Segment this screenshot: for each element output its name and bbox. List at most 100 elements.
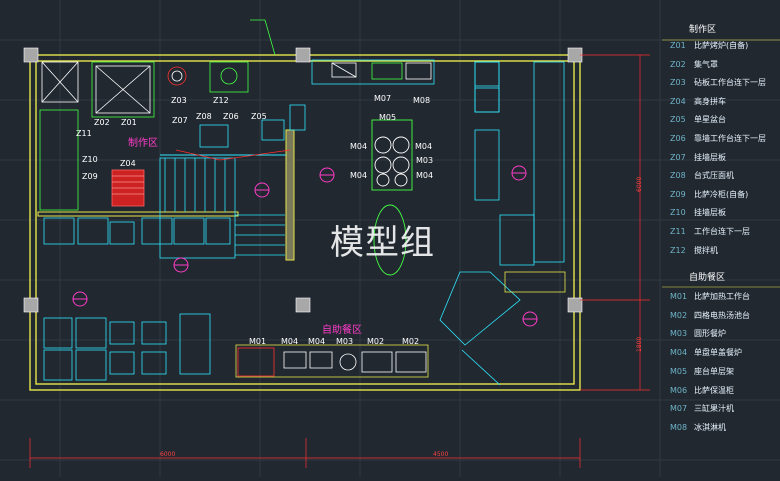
- legend-label: 砧板工作台连下一层: [694, 78, 766, 88]
- legend-code: M01: [670, 292, 688, 301]
- legend-row: M02 四格电热汤池台: [670, 310, 750, 321]
- dimension-bottom-right: 4500: [433, 451, 449, 458]
- legend-label: 台式压面机: [694, 171, 734, 181]
- legend-code: Z07: [670, 152, 686, 162]
- legend-label: 挂墙层板: [694, 208, 726, 218]
- legend-row: M05 座台单层架: [670, 366, 734, 377]
- legend-code: Z08: [670, 171, 686, 181]
- kitchen-service-line: [175, 149, 291, 161]
- legend-row: Z10 挂墙层板: [670, 207, 726, 218]
- legend-row: Z07 挂墙层板: [670, 152, 726, 163]
- tag-z06: Z06: [223, 112, 239, 121]
- legend-row: Z08 台式压面机: [670, 170, 734, 181]
- legend-label: 集气罩: [694, 59, 718, 69]
- tag-m04-right-bottom: M04: [416, 171, 434, 180]
- kitchen-partition: [37, 129, 295, 261]
- tag-z07: Z07: [172, 116, 188, 125]
- legend-label: 圆形餐炉: [694, 329, 726, 339]
- legend-label: 挂墙层板: [694, 152, 726, 162]
- legend-separators: [662, 39, 780, 288]
- light-fixture-symbols: [72, 165, 538, 327]
- legend-label: 四格电热汤池台: [694, 310, 750, 320]
- legend-label: 冰淇淋机: [694, 422, 726, 432]
- legend-row: Z11 工作台连下一层: [670, 226, 750, 237]
- legend-code: Z05: [670, 115, 686, 125]
- legend-code: M08: [670, 422, 688, 432]
- legend-code: M04: [670, 348, 688, 358]
- tag-buffet-m01: M01: [249, 337, 267, 346]
- tag-z11: Z11: [76, 129, 92, 138]
- legend-code: Z10: [670, 208, 686, 218]
- legend-label: 比萨保温柜: [694, 385, 734, 395]
- legend-label: 比萨加热工作台: [694, 292, 750, 301]
- structural-columns: [23, 47, 583, 313]
- tag-z01: Z01: [121, 118, 137, 127]
- staircase: [159, 157, 285, 259]
- tag-buffet-m04-b: M04: [308, 337, 326, 346]
- tag-m04-right-top: M04: [415, 142, 433, 151]
- tag-buffet-m02-b: M02: [402, 337, 420, 346]
- tag-buffet-m04-a: M04: [281, 337, 299, 346]
- legend-code: M03: [670, 329, 688, 339]
- legend-code: Z09: [670, 189, 686, 199]
- legend-code: Z03: [670, 78, 686, 88]
- dimension-right-top: 6000: [636, 176, 643, 192]
- booth-seating: [474, 61, 565, 266]
- legend-row: Z06 靠墙工作台连下一层: [670, 133, 766, 144]
- tag-z08: Z08: [196, 112, 212, 121]
- legend-label: 工作台连下一层: [694, 227, 750, 236]
- legend-row: M03 圆形餐炉: [670, 328, 726, 339]
- kitchen-equipment: [39, 61, 306, 211]
- legend-code: M02: [670, 310, 688, 320]
- legend-row: Z03 砧板工作台连下一层: [670, 77, 766, 88]
- tag-z05: Z05: [251, 112, 267, 121]
- legend-label: 三缸果汁机: [694, 404, 734, 414]
- central-island: [371, 119, 413, 276]
- tag-buffet-m02-a: M02: [367, 337, 385, 346]
- tag-m08: M08: [413, 96, 431, 105]
- production-legend-title: 制作区: [689, 25, 717, 35]
- tag-z02: Z02: [94, 118, 110, 127]
- buffet-legend-title: 自助餐区: [689, 273, 726, 283]
- tag-m03: M03: [416, 156, 434, 165]
- legend-label: 搅拌机: [694, 245, 718, 255]
- legend-label: 比萨烤炉(自备): [694, 41, 749, 50]
- tag-m05: M05: [379, 113, 397, 122]
- tag-m04-left-bottom: M04: [350, 171, 368, 180]
- tag-z03: Z03: [171, 96, 187, 105]
- legend-label: 靠墙工作台连下一层: [694, 134, 766, 143]
- legend-label: 高身拼车: [694, 96, 726, 106]
- legend-code: Z01: [670, 41, 686, 50]
- legend-code: Z06: [670, 134, 686, 143]
- legend-code: M05: [670, 366, 688, 376]
- service-counter: [311, 59, 435, 85]
- buffet-zone-label: 自助餐区: [322, 325, 362, 336]
- legend-code: Z11: [670, 227, 686, 236]
- buffet-counter: [235, 344, 429, 378]
- tag-z10: Z10: [82, 155, 98, 164]
- tag-z04: Z04: [120, 159, 136, 168]
- dining-tables: [43, 217, 231, 381]
- legend-row: M01 比萨加热工作台: [670, 291, 750, 302]
- tag-m04-left-top: M04: [350, 142, 368, 151]
- legend-label: 座台单层架: [694, 366, 734, 376]
- tag-z09: Z09: [82, 172, 98, 181]
- tag-z12: Z12: [213, 96, 229, 105]
- dimension-bottom-left: 6000: [160, 451, 176, 458]
- production-zone-label: 制作区: [128, 138, 158, 149]
- legend-label: 单盘单盖餐炉: [694, 348, 742, 358]
- watermark-text: 模型组: [330, 223, 435, 263]
- dimension-right-bottom: 1800: [636, 336, 643, 352]
- tag-m07: M07: [374, 94, 392, 103]
- entrance-vestibule: [250, 19, 566, 386]
- legend-row: M08 冰淇淋机: [670, 422, 726, 433]
- dimension-lines: [29, 54, 650, 468]
